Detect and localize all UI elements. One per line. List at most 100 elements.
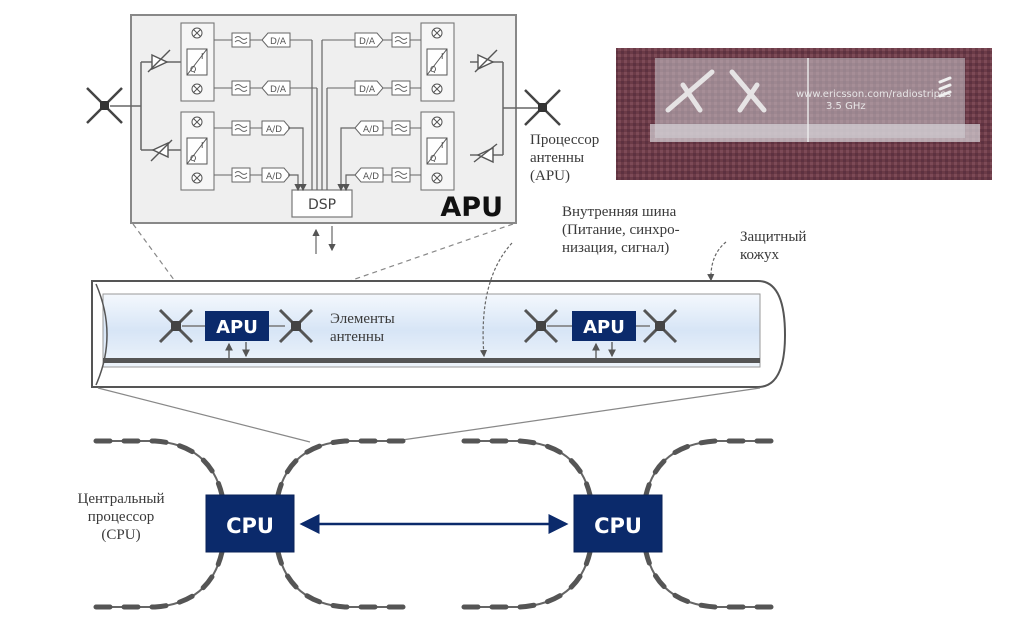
- zoom-connector: [97, 387, 311, 443]
- converter-label: A/D: [266, 125, 282, 135]
- iq-modulator-block: IQ: [420, 111, 455, 191]
- radio-stripe-apu-segments: [643, 549, 774, 610]
- antenna-element-icon: [158, 308, 194, 344]
- dsp-block: DSP: [291, 189, 353, 218]
- antenna-element-icon: [523, 308, 559, 344]
- radio-stripe-apu-segments: [461, 438, 593, 498]
- radio-stripe-apu-segments: [461, 549, 593, 610]
- iq-label-q: Q: [430, 154, 436, 163]
- converter-chain: D/A: [354, 32, 421, 48]
- converter-chain: D/A: [214, 32, 291, 48]
- stripe-apu-left-label: APU: [216, 317, 258, 338]
- mixer-icon: [431, 27, 443, 39]
- antenna-element-icon: [524, 89, 561, 126]
- filter-icon: [231, 32, 251, 48]
- zoom-connector: [401, 387, 761, 441]
- converter-label: A/D: [363, 172, 379, 182]
- radio-stripe-cable: [464, 440, 591, 496]
- iq-modulator-block: IQ: [180, 111, 215, 191]
- converter-icon: A/D: [354, 120, 384, 136]
- filter-icon: [391, 32, 411, 48]
- converter-icon: D/A: [354, 32, 384, 48]
- iq-label-i: I: [201, 141, 203, 150]
- cpu-stripe-network: [93, 438, 774, 610]
- internal-bus-line: [103, 358, 760, 363]
- iq-modulator-block: IQ: [420, 22, 455, 102]
- radio-stripe-cable: [96, 440, 223, 496]
- converter-chain: A/D: [354, 167, 421, 183]
- bus-pointer: [479, 242, 513, 358]
- antenna-element-icon: [86, 87, 123, 124]
- variable-amplifier-icon: [147, 49, 171, 73]
- radio-stripe-apu-segments: [93, 549, 225, 610]
- converter-icon: D/A: [354, 80, 384, 96]
- antenna-element-icon: [642, 308, 678, 344]
- photo-url-text: www.ericsson.com/radiostripes: [796, 89, 951, 100]
- radio-stripe-cable: [277, 440, 403, 496]
- mixer-icon: [191, 172, 203, 184]
- cpu-right-label: CPU: [594, 514, 642, 538]
- mixer-icon: [431, 172, 443, 184]
- photo-freq-text: 3.5 GHz: [826, 101, 866, 112]
- internal-bus-label: Внутренняя шина (Питание, синхро- низаци…: [562, 204, 680, 256]
- filter-icon: [391, 167, 411, 183]
- iq-label-i: I: [441, 52, 443, 61]
- converter-icon: A/D: [261, 120, 291, 136]
- cpu-right: CPU: [573, 494, 663, 553]
- converter-label: D/A: [270, 37, 287, 47]
- iq-label-q: Q: [430, 65, 436, 74]
- iq-label-i: I: [441, 141, 443, 150]
- cpu-left: CPU: [205, 494, 295, 553]
- converter-icon: D/A: [261, 32, 291, 48]
- converter-icon: D/A: [261, 80, 291, 96]
- antenna-elements-label: Элементы антенны: [330, 311, 395, 345]
- variable-amplifier-icon: [473, 143, 498, 164]
- zoom-connector: [271, 223, 514, 309]
- mixer-icon: [191, 83, 203, 95]
- converter-label: D/A: [270, 85, 287, 95]
- filter-icon: [391, 80, 411, 96]
- converter-label: A/D: [363, 125, 379, 135]
- converter-chain: D/A: [354, 80, 421, 96]
- antenna-processor-label: Процессор антенны (APU): [530, 132, 600, 184]
- converter-chain: D/A: [214, 80, 291, 96]
- dsp-label: DSP: [308, 197, 336, 213]
- mixer-icon: [431, 83, 443, 95]
- converter-chain: A/D: [214, 120, 291, 136]
- radio-stripe-cable: [96, 551, 223, 608]
- radio-stripe-cable: [464, 551, 591, 608]
- mixer-icon: [191, 27, 203, 39]
- iq-label-q: Q: [190, 65, 196, 74]
- radio-stripe-cable: [645, 551, 771, 608]
- radio-stripe-photo: www.ericsson.com/radiostripes 3.5 GHz: [616, 48, 992, 180]
- filter-icon: [231, 120, 251, 136]
- converter-label: A/D: [266, 172, 282, 182]
- filter-icon: [231, 80, 251, 96]
- filter-icon: [391, 120, 411, 136]
- iq-label-i: I: [201, 52, 203, 61]
- mixer-icon: [191, 116, 203, 128]
- filter-icon: [231, 167, 251, 183]
- converter-icon: A/D: [261, 167, 291, 183]
- converter-chain: A/D: [214, 167, 291, 183]
- protective-cover-label: Защитный кожух: [740, 229, 807, 263]
- central-processor-label: Центральный процессор (CPU): [77, 491, 165, 543]
- stripe-apu-left: [205, 311, 269, 341]
- mixer-icon: [431, 116, 443, 128]
- radio-stripe-apu-segments: [643, 438, 774, 498]
- antenna-element-icon: [278, 308, 314, 344]
- ericsson-logo-icon: [938, 76, 952, 98]
- radio-stripe-tube: APU APU: [91, 280, 787, 388]
- converter-label: D/A: [359, 85, 376, 95]
- cover-pointer: [707, 241, 727, 282]
- radio-stripe-cable: [277, 551, 403, 608]
- converter-chain: A/D: [354, 120, 421, 136]
- radio-stripe-apu-segments: [275, 438, 406, 498]
- stripe-apu-right: [572, 311, 636, 341]
- variable-amplifier-icon: [474, 49, 498, 73]
- iq-label-q: Q: [190, 154, 196, 163]
- iq-modulator-block: IQ: [180, 22, 215, 102]
- cpu-left-label: CPU: [226, 514, 274, 538]
